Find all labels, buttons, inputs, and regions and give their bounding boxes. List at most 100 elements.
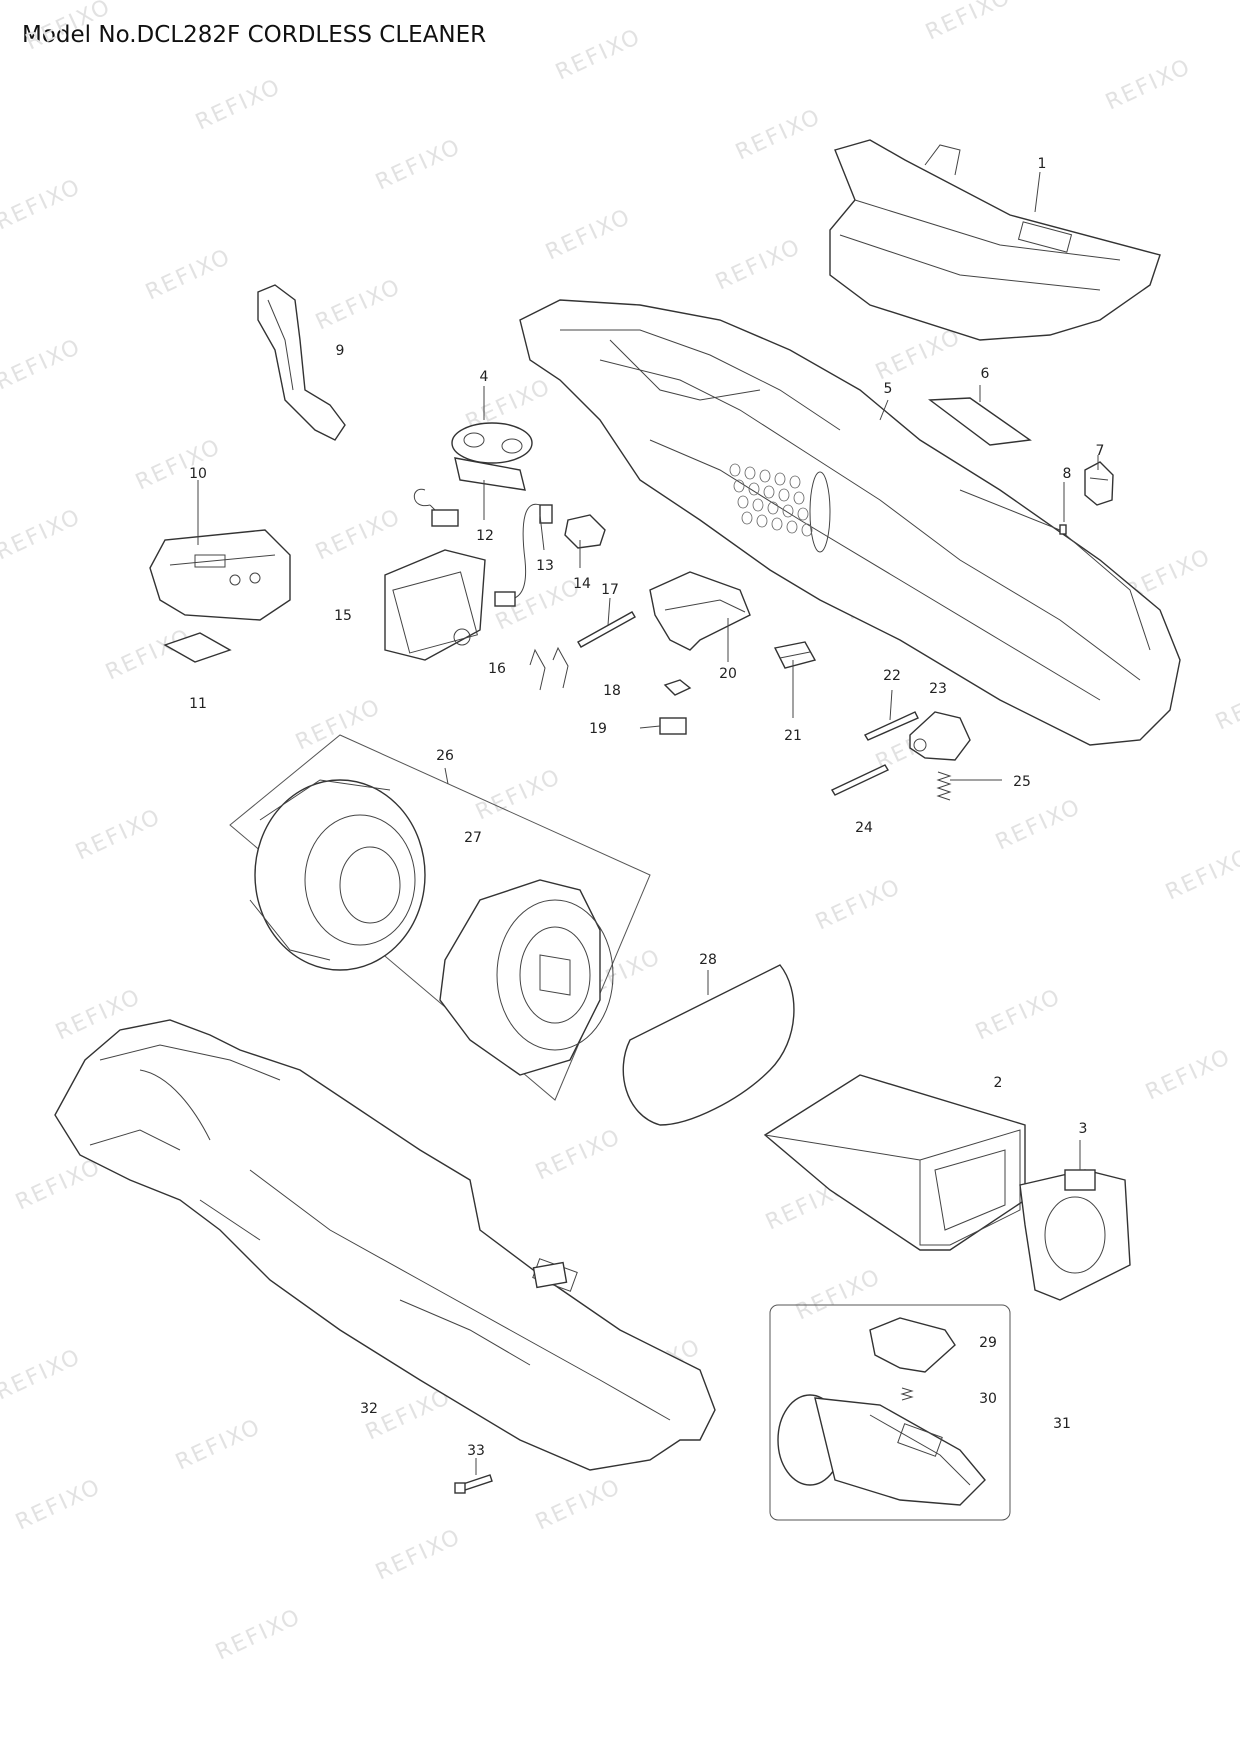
callout-numbers: 1234567891011121314151617181920212223242… xyxy=(189,156,1104,1459)
part-20-button-housing xyxy=(649,571,751,651)
watermark-32: REFIXO xyxy=(972,984,1065,1045)
watermark-38: REFIXO xyxy=(0,1344,85,1405)
callout-26: 26 xyxy=(436,748,454,764)
part-31-nozzle-group-box xyxy=(769,1304,1011,1521)
watermark-35: REFIXO xyxy=(532,1124,625,1185)
vent-hole xyxy=(737,495,749,509)
vent-hole xyxy=(801,523,813,537)
callout-4: 4 xyxy=(480,369,489,385)
part-23-lever xyxy=(909,711,971,761)
callout-32: 32 xyxy=(360,1401,378,1417)
callout-30: 30 xyxy=(979,1391,997,1407)
callout-12: 12 xyxy=(476,528,494,544)
vent-hole xyxy=(767,501,779,515)
callout-13: 13 xyxy=(536,558,554,574)
page-title: Model No.DCL282F CORDLESS CLEANER xyxy=(22,22,487,48)
watermark-2: REFIXO xyxy=(922,0,1015,45)
vent-hole xyxy=(741,511,753,525)
vent-hole xyxy=(759,469,771,483)
vent-hole xyxy=(729,463,741,477)
watermark-16: REFIXO xyxy=(312,504,405,565)
part-7-latch xyxy=(1084,461,1114,506)
part-12-switch xyxy=(413,457,526,527)
part-13-wire xyxy=(494,503,553,607)
watermark-26: REFIXO xyxy=(472,764,565,825)
part-30-spring xyxy=(900,1387,914,1401)
vent-hole xyxy=(771,517,783,531)
watermark-1: REFIXO xyxy=(552,24,645,85)
part-9-strap xyxy=(257,284,346,441)
watermark-9: REFIXO xyxy=(142,244,235,305)
callout-31: 31 xyxy=(1053,1416,1071,1432)
vent-hole xyxy=(763,485,775,499)
part-24-pin xyxy=(831,764,889,796)
watermark-42: REFIXO xyxy=(792,1264,885,1325)
part-11-pad xyxy=(163,632,232,663)
part-18-clip xyxy=(663,679,692,696)
part-21-sponge xyxy=(773,641,817,669)
callout-33: 33 xyxy=(467,1443,485,1459)
watermark-25: REFIXO xyxy=(72,804,165,865)
leader-lines xyxy=(197,171,1099,1475)
callout-1: 1 xyxy=(1038,156,1047,172)
watermark-4: REFIXO xyxy=(192,74,285,135)
part-26-motor xyxy=(439,879,614,1076)
watermark-6: REFIXO xyxy=(732,104,825,165)
callout-21: 21 xyxy=(784,728,802,744)
callout-27: 27 xyxy=(464,830,482,846)
watermark-34: REFIXO xyxy=(12,1154,105,1215)
part-8-screw xyxy=(1059,524,1067,535)
watermark-27: REFIXO xyxy=(992,794,1085,855)
callout-19: 19 xyxy=(589,721,607,737)
vent-hole xyxy=(748,482,760,496)
part-16-springs xyxy=(529,646,569,691)
watermark-10: REFIXO xyxy=(712,234,805,295)
vent-hole xyxy=(793,491,805,505)
vent-hole xyxy=(778,488,790,502)
watermark-39: REFIXO xyxy=(172,1414,265,1475)
watermark-45: REFIXO xyxy=(372,1524,465,1585)
callout-24: 24 xyxy=(855,820,873,836)
vent-hole xyxy=(774,472,786,486)
vent-hole xyxy=(782,504,794,518)
watermark-29: REFIXO xyxy=(812,874,905,935)
watermark-43: REFIXO xyxy=(12,1474,105,1535)
watermark-28: REFIXO xyxy=(1162,844,1240,905)
watermark-7: REFIXO xyxy=(0,174,85,235)
watermark-22: REFIXO xyxy=(292,694,385,755)
callout-5: 5 xyxy=(884,381,893,397)
part-32-lower-housing xyxy=(54,1019,716,1471)
callout-2: 2 xyxy=(994,1075,1003,1091)
callout-28: 28 xyxy=(699,952,717,968)
watermark-24: REFIXO xyxy=(1212,674,1240,735)
part-15-controller xyxy=(384,549,486,661)
part-6-label xyxy=(928,397,1032,446)
watermark-11: REFIXO xyxy=(312,274,405,335)
part-28-filter xyxy=(622,964,795,1126)
watermark-12: REFIXO xyxy=(0,334,85,395)
callout-9: 9 xyxy=(336,343,345,359)
watermark-5: REFIXO xyxy=(372,134,465,195)
vent-hole xyxy=(733,479,745,493)
watermark-44: REFIXO xyxy=(212,1604,305,1665)
callout-16: 16 xyxy=(488,661,506,677)
watermark-8: REFIXO xyxy=(542,204,635,265)
vent-hole xyxy=(786,520,798,534)
part-10-terminal-block xyxy=(149,529,291,621)
part-19-block xyxy=(659,717,687,735)
callout-7: 7 xyxy=(1096,443,1105,459)
part-25-spring xyxy=(936,771,952,801)
watermark-0: REFIXO xyxy=(22,0,115,55)
part-1-dust-case xyxy=(829,139,1161,341)
part-4-switch-button xyxy=(451,422,533,464)
callout-23: 23 xyxy=(929,681,947,697)
part-3-filter-frame xyxy=(1019,1169,1131,1301)
part-27-fan-housing xyxy=(249,779,426,971)
callout-25: 25 xyxy=(1013,774,1031,790)
part-17-pin xyxy=(577,611,636,648)
callout-3: 3 xyxy=(1079,1121,1088,1137)
part-14-terminal xyxy=(564,514,606,549)
watermark-46: REFIXO xyxy=(532,1474,625,1535)
vent-hole xyxy=(756,514,768,528)
